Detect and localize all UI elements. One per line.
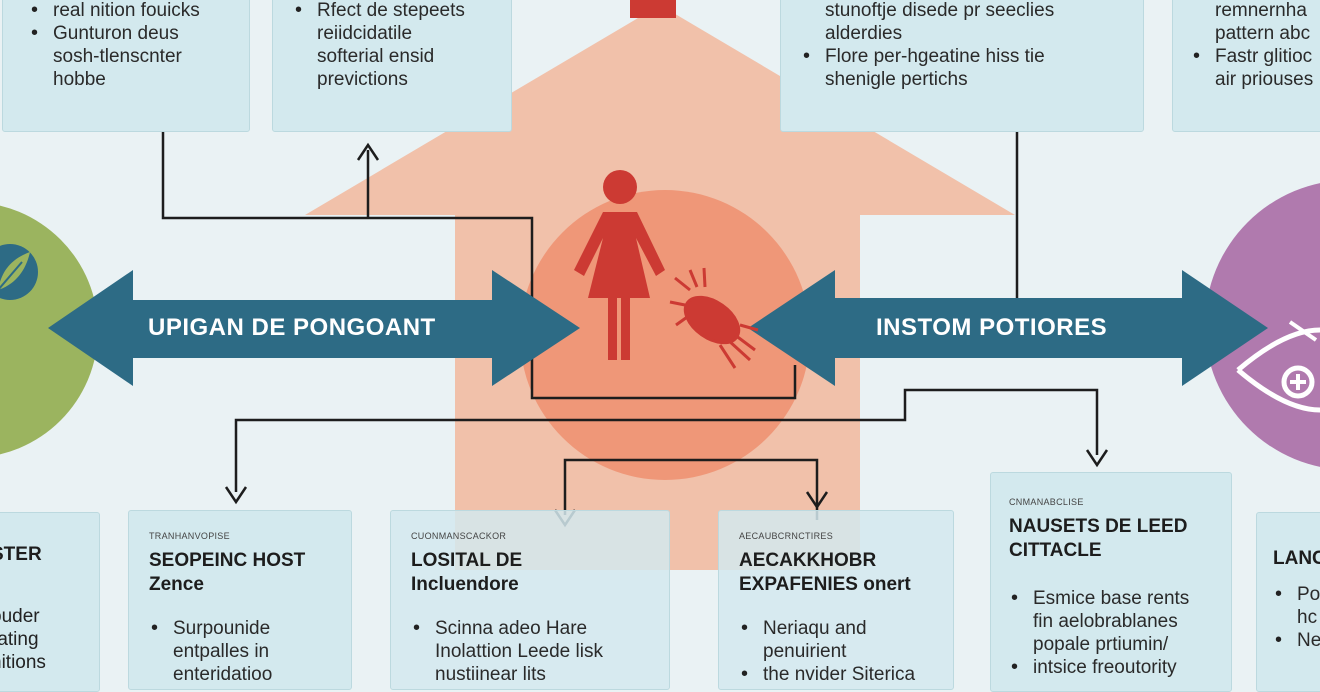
list-item-continued: air priouses <box>1215 69 1314 90</box>
right-arrow-label: INSTOM POTIORES <box>876 314 1108 341</box>
woman-icon <box>574 170 665 360</box>
list-item-continued: enteridatioo <box>173 664 273 685</box>
list-item-continued: reiidcidatile <box>317 23 413 44</box>
bottom-card-2-list: Surpounide <box>149 617 351 640</box>
bottom-card-5-kicker: CNMANABCLISE <box>1009 497 1084 507</box>
list-item-continued: entpalles in <box>173 641 270 662</box>
list-item-continued: shenigle pertichs <box>825 69 968 90</box>
list-item-continued: remnernha <box>1215 0 1307 21</box>
list-item-continued: ouder <box>0 606 40 627</box>
bottom-card-2-title: SEOPEINC HOST Zence <box>149 549 351 597</box>
bottom-card-4-kicker: AECAUBCRNCTIRES <box>739 531 834 541</box>
list-item-continued: Inolattion Leede lisk <box>435 641 603 662</box>
title-line: Incluendore <box>411 574 519 595</box>
top-card-4: remnernha pattern abc Fastr glitioc air … <box>1172 0 1320 132</box>
list-item-continued: alderdies <box>825 23 903 44</box>
top-card-4-list: Fastr glitioc <box>1191 45 1320 68</box>
top-card-1-list: real nition fouicks Gunturon deus <box>29 0 249 45</box>
bottom-card-5-list-2: intsice freoutority <box>1009 656 1231 679</box>
bottom-card-2: TRANHANVOPISE SEOPEINC HOST Zence Surpou… <box>128 510 352 690</box>
title-line: AECAKKHOBR <box>739 550 877 571</box>
list-item: Neriaqu and <box>739 617 953 640</box>
list-item-continued: pattern abc <box>1215 23 1311 44</box>
top-card-2: Rfect de stepeets reiidcidatile softeria… <box>272 0 512 132</box>
bottom-card-4-list: Neriaqu and <box>739 617 953 640</box>
bottom-card-3-title: LOSITAL DE Incluendore <box>411 549 669 597</box>
bottom-card-5-title: NAUSETS DE LEED CITTACLE <box>1009 515 1231 563</box>
list-item-continued: hobbe <box>53 69 106 90</box>
left-double-arrow <box>48 270 580 386</box>
parasite-icon <box>669 267 759 369</box>
list-item: Esmice base rents <box>1009 587 1231 610</box>
list-item: intsice freoutority <box>1009 656 1231 679</box>
right-double-arrow <box>748 270 1268 386</box>
list-item: Flore per-hgeatine hiss tie <box>801 45 1143 68</box>
house-chimney <box>630 0 676 18</box>
bottom-card-6-title: LANC <box>1273 548 1320 569</box>
list-item: Fastr glitioc <box>1191 45 1320 68</box>
bottom-card-4: AECAUBCRNCTIRES AECAKKHOBR EXPAFENIES on… <box>718 510 954 690</box>
list-item: Gunturon deus <box>29 22 249 45</box>
title-line: NAUSETS DE LEED <box>1009 516 1188 537</box>
top-card-3: stunoftje disede pr seeclies alderdies F… <box>780 0 1144 132</box>
title-line: CITTACLE <box>1009 540 1102 561</box>
list-item-continued: popale prtiumin/ <box>1033 634 1169 655</box>
bottom-card-3: CUONMANSCACKOR LOSITAL DE Incluendore Sc… <box>390 510 670 690</box>
title-line: Zence <box>149 574 204 595</box>
top-card-2-list: Rfect de stepeets <box>293 0 511 22</box>
bottom-card-2-kicker: TRANHANVOPISE <box>149 531 230 541</box>
list-item-continued: stunoftje disede pr seeclies <box>825 0 1055 21</box>
list-item: Rfect de stepeets <box>293 0 511 22</box>
bottom-card-5: CNMANABCLISE NAUSETS DE LEED CITTACLE Es… <box>990 472 1232 692</box>
list-item: Surpounide <box>149 617 351 640</box>
bottom-card-6: LANC Po hc Ne <box>1256 512 1320 692</box>
bottom-card-5-list: Esmice base rents <box>1009 587 1231 610</box>
medical-eye-icon <box>1236 320 1320 413</box>
list-item: Ne <box>1273 629 1320 652</box>
top-card-3-list: Flore per-hgeatine hiss tie <box>801 45 1143 68</box>
center-circle <box>520 190 810 480</box>
list-item: Po <box>1273 583 1320 606</box>
title-line: SEOPEINC HOST <box>149 550 306 571</box>
list-item: real nition fouicks <box>29 0 249 22</box>
list-item: Scinna adeo Hare <box>411 617 669 640</box>
bottom-card-4-list-2: the nvider Siterica <box>739 663 953 686</box>
bottom-card-6-kicker <box>1273 529 1320 539</box>
bottom-card-6-list: Po <box>1273 583 1320 606</box>
list-item-continued: nitions <box>0 652 46 673</box>
list-item: the nvider Siterica <box>739 663 953 686</box>
list-item-continued: nustiinear lits <box>435 664 546 685</box>
left-arrow-label: UPIGAN DE PONGOANT <box>148 314 436 341</box>
list-item-continued: softerial ensid <box>317 46 435 67</box>
top-card-1: real nition fouicks Gunturon deus sosh-t… <box>2 0 250 132</box>
title-line: EXPAFENIES onert <box>739 574 911 595</box>
list-item-continued: sosh-tlenscnter <box>53 46 182 67</box>
bottom-card-3-kicker: CUONMANSCACKOR <box>411 531 507 541</box>
list-item-continued: fin aelobrablanes <box>1033 611 1178 632</box>
leaf-icon <box>0 244 38 300</box>
title-line: LOSITAL DE <box>411 550 523 571</box>
list-item-continued: hc <box>1297 607 1318 628</box>
list-item-continued: previctions <box>317 69 408 90</box>
bottom-card-3-list: Scinna adeo Hare <box>411 617 669 640</box>
list-item-continued: penuirient <box>763 641 847 662</box>
bottom-card-4-title: AECAKKHOBR EXPAFENIES onert <box>739 549 953 597</box>
bottom-card-6-list-2: Ne <box>1273 629 1320 652</box>
